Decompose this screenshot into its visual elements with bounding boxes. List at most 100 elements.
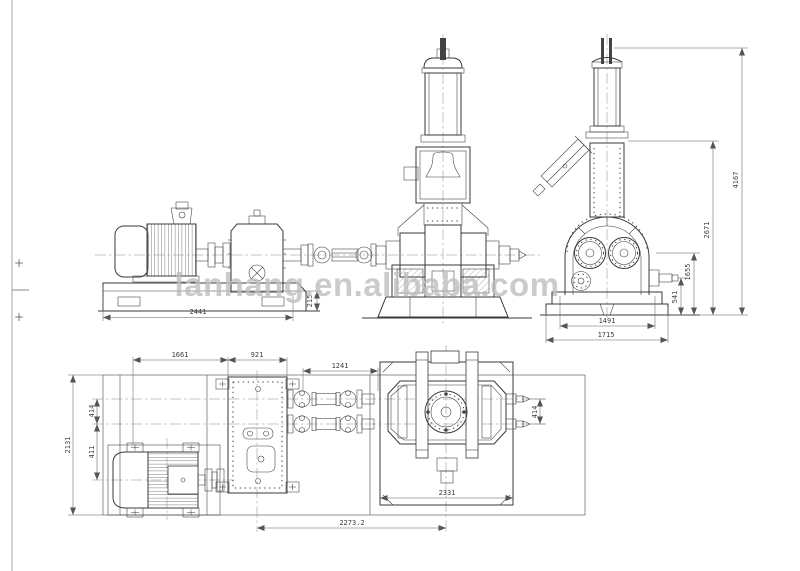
mixer-plan xyxy=(379,350,531,506)
cardan-shaft-side xyxy=(307,243,377,267)
base-window xyxy=(261,296,285,307)
housing-hatch-right xyxy=(462,268,490,294)
terminal-box-bolt xyxy=(178,211,186,219)
center-flange xyxy=(424,390,468,434)
plan-view: 1661 921 1241 2131 414 411 414 2331 2273… xyxy=(64,345,586,532)
rotor-end-cover-right xyxy=(608,237,640,269)
motor-foot-pads xyxy=(126,442,200,518)
bolt xyxy=(462,410,466,414)
rotor-cover xyxy=(574,237,606,269)
chamber-splay-left xyxy=(397,204,425,229)
boss-bolt xyxy=(247,430,253,437)
center-bore xyxy=(440,406,452,418)
discharge-door xyxy=(431,270,455,292)
shaft-housing xyxy=(648,269,660,287)
cardan-flange xyxy=(307,243,314,267)
motor-foot-rail xyxy=(132,275,200,283)
shaft-tip xyxy=(522,395,531,403)
guide-rod-right xyxy=(609,38,612,64)
gearbox-inspection-plug xyxy=(248,264,266,282)
cardan-tube xyxy=(331,248,359,262)
ujoint-yoke xyxy=(355,246,373,264)
cover-bolt xyxy=(257,455,265,463)
gearbox-plan xyxy=(215,376,300,494)
gearbox-bolt xyxy=(255,386,261,392)
cardan-shaft-1 xyxy=(287,389,375,409)
mixer-front-elevation-view xyxy=(362,34,532,325)
shaft-small xyxy=(671,274,679,282)
coupling-flange-right xyxy=(222,242,231,268)
dim-plan-overall-width: 2131 xyxy=(64,437,72,454)
motor-fan-cover xyxy=(114,225,149,278)
rotor-bolt-circle xyxy=(576,239,604,267)
arch-rib xyxy=(577,226,586,235)
foot-pad xyxy=(126,442,144,453)
feed-chute xyxy=(532,135,593,197)
bolt xyxy=(426,410,430,414)
pad-crosses xyxy=(219,381,296,490)
drive-side-elevation-view: 2441 215 xyxy=(98,201,377,321)
bolt xyxy=(444,428,448,432)
gearbox-breather xyxy=(253,209,261,217)
chute-rod xyxy=(546,144,585,183)
gearbox-bolt-ring xyxy=(232,381,283,489)
motor-ribbed-body xyxy=(146,223,197,277)
gearbox-boss xyxy=(242,427,274,440)
motor-coupling xyxy=(207,242,231,268)
center-flange-inner xyxy=(430,396,462,428)
chamber-splay-right xyxy=(461,204,489,229)
motor-side xyxy=(114,201,209,283)
hopper-inner xyxy=(419,150,467,200)
pad-crosses xyxy=(131,444,195,516)
boss-bolt xyxy=(263,430,269,437)
dim-end-rotor-height: 1655 xyxy=(684,264,692,281)
ujoint-cross xyxy=(317,250,327,260)
dim-end-shaft-height: 541 xyxy=(671,291,679,304)
watermark: lanhang.en.alibaba.com xyxy=(174,266,559,303)
rotor-hub xyxy=(585,248,595,258)
body-inner xyxy=(390,384,502,441)
dim-plan-rotor-spacing-left: 414 xyxy=(88,405,96,418)
cylinder-bottom-flange xyxy=(420,134,466,143)
dim-end-body-height: 2671 xyxy=(703,222,711,239)
sheet-border: + + xyxy=(11,0,29,571)
rotor-hub xyxy=(619,248,629,258)
motor-bearing-plan xyxy=(167,465,199,495)
cardan-shafts-plan xyxy=(287,389,375,434)
spline xyxy=(361,418,375,430)
dim-drive-overall-length: 2441 xyxy=(190,308,207,316)
mixer-body-plan xyxy=(387,380,507,445)
bearing-cup xyxy=(345,402,351,408)
bearing-cup xyxy=(299,427,305,433)
mixer-bedplate xyxy=(379,361,514,506)
ujoint-cross xyxy=(359,250,369,260)
guide-rod-left xyxy=(601,38,604,64)
foundation-outline xyxy=(102,374,586,516)
cylinder-dome-end xyxy=(591,57,623,63)
mixer-pedestal xyxy=(377,296,509,318)
top-crossbeam xyxy=(430,350,460,364)
dim-end-rotor-span: 1491 xyxy=(599,317,616,325)
foot-pad xyxy=(182,442,200,453)
gearbox-cover-plan xyxy=(246,445,276,473)
cardan-shaft-2 xyxy=(287,414,375,434)
mixer-end-elevation-view: 1491 1715 541 1655 2671 4167 xyxy=(532,34,748,343)
frame-column xyxy=(415,351,429,459)
plug-cross xyxy=(250,266,264,280)
bolt xyxy=(444,392,448,396)
dim-end-total-height: 4167 xyxy=(732,172,740,189)
rotor-end-cover-left xyxy=(574,237,606,269)
gearbox-housing-plan xyxy=(227,376,288,494)
yoke xyxy=(293,415,311,433)
gearbox-pad xyxy=(285,378,300,390)
gearbox-bolt xyxy=(255,478,261,484)
bearing-cup xyxy=(299,415,305,421)
chute-end-flange xyxy=(532,183,546,197)
gearbox-pad xyxy=(215,481,230,493)
rotor-cover-inner xyxy=(612,241,636,265)
flange-outer xyxy=(571,271,591,291)
flange-bolts xyxy=(573,273,589,289)
output-shaft-end xyxy=(648,269,679,287)
bearing-cup xyxy=(299,402,305,408)
